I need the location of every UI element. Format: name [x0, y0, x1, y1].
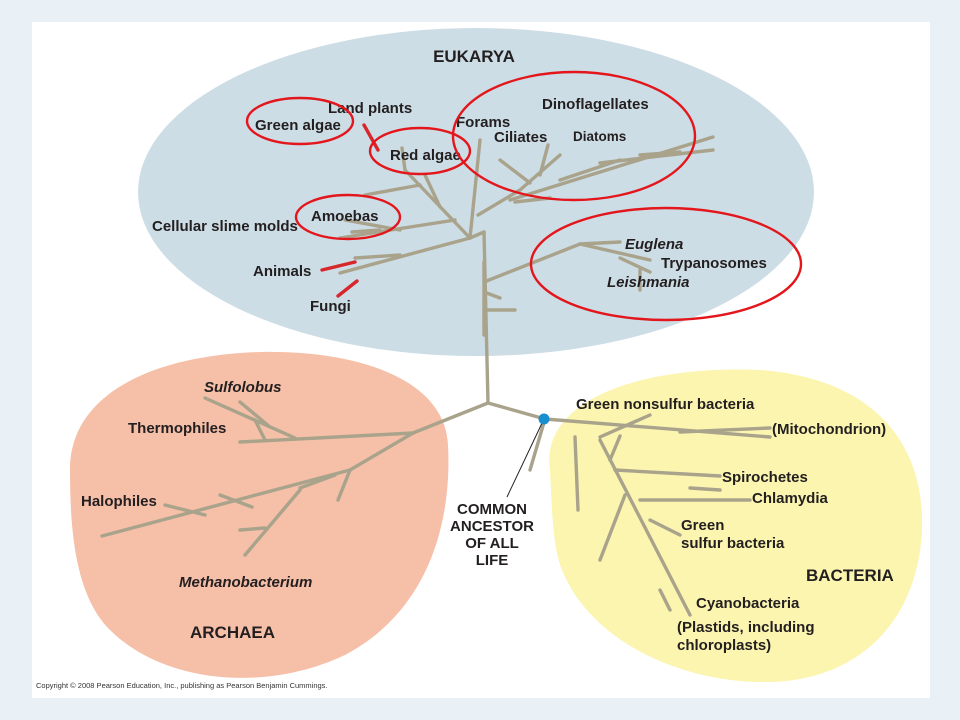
label-fungi: Fungi [310, 298, 351, 315]
label-diatoms: Diatoms [573, 129, 626, 144]
circle-excavates [529, 206, 803, 322]
copyright-notice: Copyright © 2008 Pearson Education, Inc.… [36, 681, 328, 690]
label-leishmania: Leishmania [607, 274, 690, 291]
label-green-nonsulfur-bacteria: Green nonsulfur bacteria [576, 396, 755, 413]
ancestor-label-line2: ANCESTOR [450, 518, 534, 535]
common-ancestor-dot [538, 413, 550, 425]
ancestor-label-line1: COMMON [457, 501, 527, 518]
label-ciliates: Ciliates [494, 129, 547, 146]
label-land-plants: Land plants [328, 100, 412, 117]
label-green-sulfur-line2: sulfur bacteria [681, 535, 785, 552]
label-plastids-line2: chloroplasts) [677, 637, 771, 654]
archaea-title: ARCHAEA [190, 623, 275, 642]
label-green-sulfur-line1: Green [681, 517, 724, 534]
label-spirochetes: Spirochetes [722, 469, 808, 486]
label-forams: Forams [456, 114, 510, 131]
label-green-algae: Green algae [255, 117, 341, 134]
label-animals: Animals [253, 263, 311, 280]
label-sulfolobus: Sulfolobus [204, 379, 282, 396]
circle-sar-group [451, 70, 697, 202]
label-methanobacterium: Methanobacterium [179, 574, 312, 591]
ancestor-pointer-line [506, 420, 544, 498]
label-dinoflagellates: Dinoflagellates [542, 96, 649, 113]
eukarya-title: EUKARYA [433, 47, 515, 66]
label-halophiles: Halophiles [81, 493, 157, 510]
label-euglena: Euglena [625, 236, 683, 253]
label-amoebas: Amoebas [311, 208, 379, 225]
label-plastids-line1: (Plastids, including [677, 619, 815, 636]
ancestor-label-line4: LIFE [476, 552, 509, 569]
label-cyanobacteria: Cyanobacteria [696, 595, 800, 612]
label-mitochondrion: (Mitochondrion) [772, 421, 886, 438]
label-red-algae: Red algae [390, 147, 461, 164]
archaea-region [70, 351, 449, 678]
label-thermophiles: Thermophiles [128, 420, 226, 437]
circle-red-algae [368, 126, 472, 176]
label-trypanosomes: Trypanosomes [661, 255, 767, 272]
circle-amoebas [294, 193, 402, 241]
label-cellular-slime-molds: Cellular slime molds [152, 218, 298, 235]
highlighted-branches [320, 123, 380, 298]
ancestor-label-line3: OF ALL [465, 535, 519, 552]
label-chlamydia: Chlamydia [752, 490, 829, 507]
bacteria-title: BACTERIA [806, 566, 894, 585]
highlight-circles [245, 70, 803, 322]
bacteria-region [549, 369, 923, 683]
circle-green-algae [245, 96, 355, 146]
